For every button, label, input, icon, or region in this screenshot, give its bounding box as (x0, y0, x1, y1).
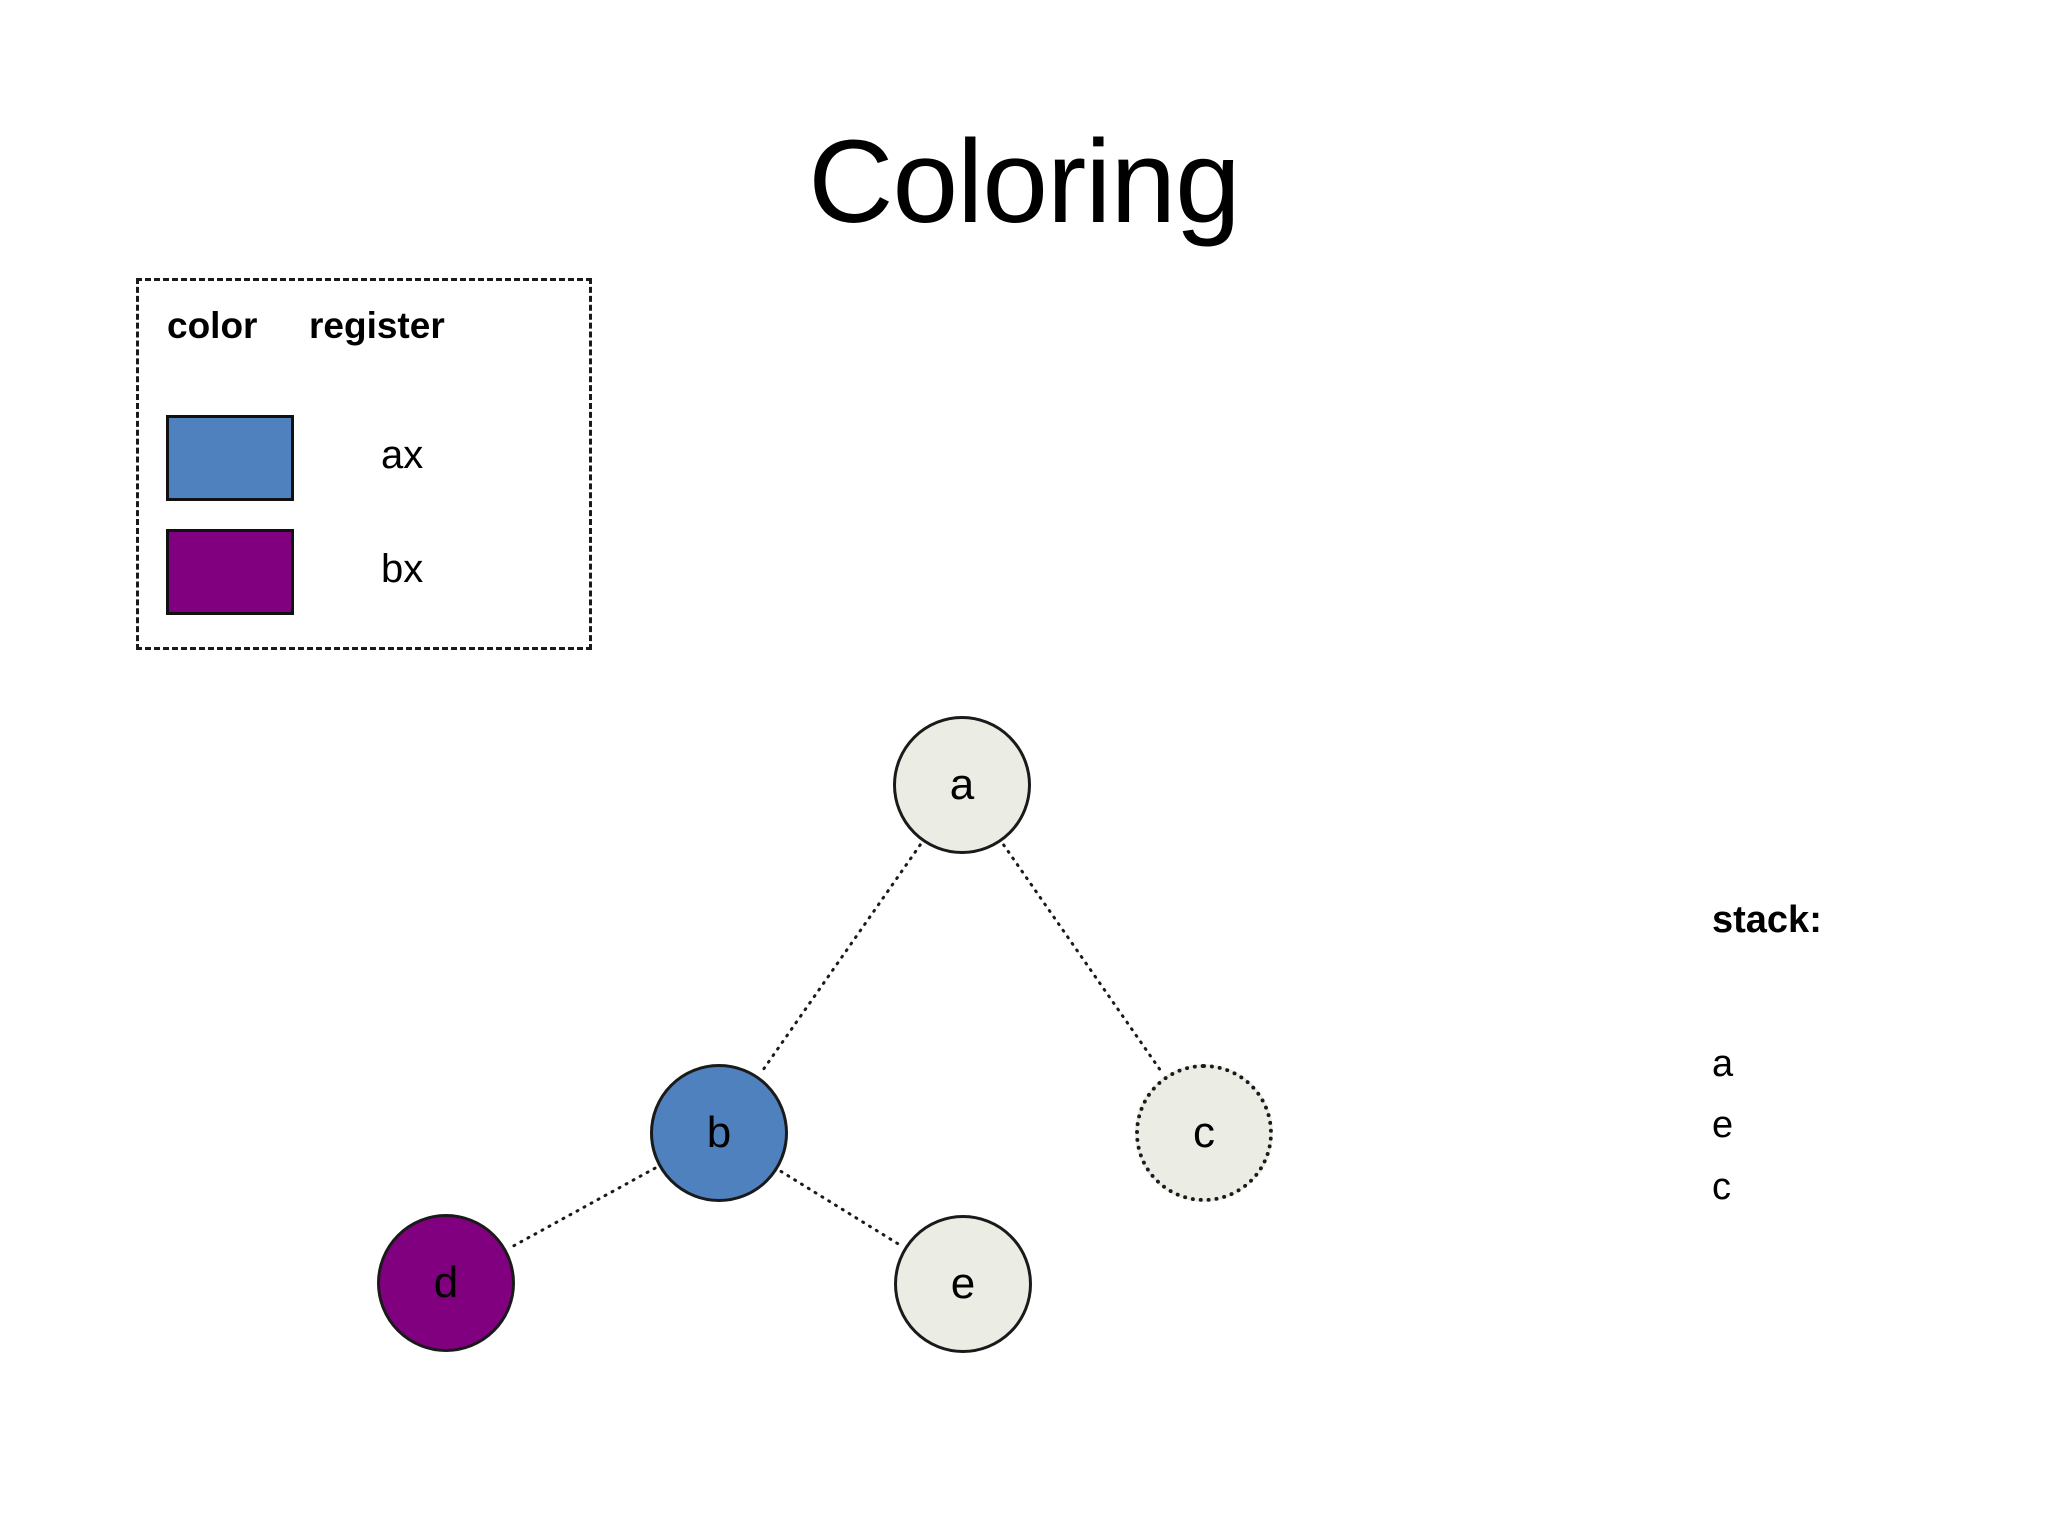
graph-node-c[interactable]: c (1135, 1064, 1273, 1202)
graph-node-e[interactable]: e (894, 1215, 1032, 1353)
graph-node-a[interactable]: a (893, 716, 1031, 854)
graph-node-d[interactable]: d (377, 1214, 515, 1352)
legend-header-register: register (309, 305, 445, 346)
page-title: Coloring (808, 116, 1240, 248)
legend-swatch-ax (166, 415, 294, 501)
graph-edge-a-c (1002, 843, 1164, 1075)
legend-swatch-bx (166, 529, 294, 615)
stack-item: a (1712, 1042, 1734, 1085)
stack-item: c (1712, 1165, 1731, 1208)
stack-title: stack: (1712, 899, 1822, 941)
legend-header-color: color (167, 305, 258, 346)
legend-register-bx: bx (381, 547, 424, 591)
graph-node-label: e (950, 1259, 976, 1308)
stack-item: e (1712, 1104, 1734, 1147)
graph-edge-b-e (779, 1169, 903, 1248)
graph-node-b[interactable]: b (650, 1064, 788, 1202)
graph-node-label: d (433, 1258, 459, 1307)
graph-edge-b-d (508, 1166, 657, 1250)
graph-node-label: c (1193, 1108, 1215, 1157)
graph-node-label: b (706, 1108, 732, 1157)
legend-register-ax: ax (381, 433, 424, 477)
graph-edge-a-b (759, 843, 922, 1075)
legend-box: color register ax bx (136, 278, 592, 650)
graph-node-label: a (949, 760, 975, 809)
